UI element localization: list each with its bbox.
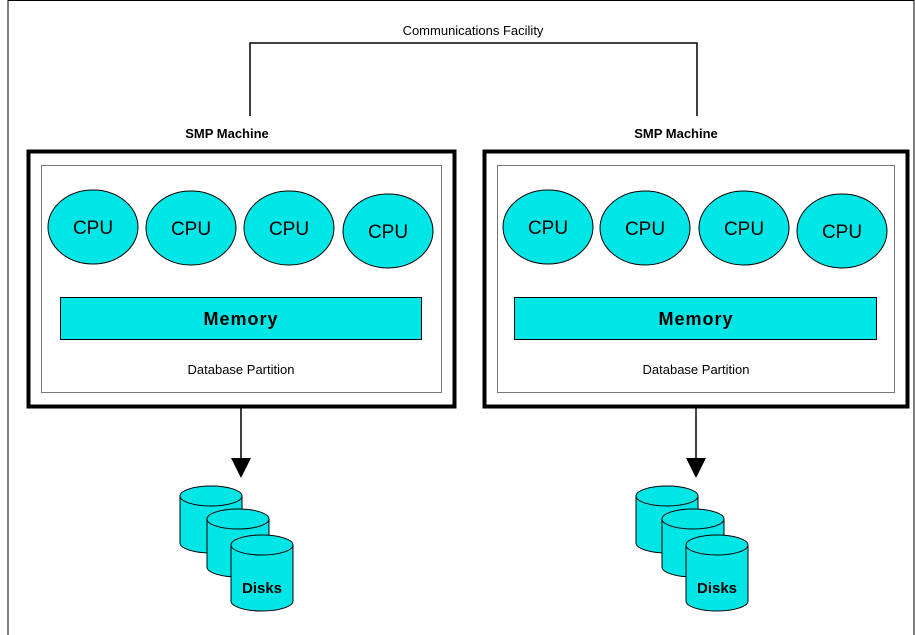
cpu-node [698,190,790,266]
cpu-node [502,189,594,265]
machine-title: SMP Machine [634,126,718,141]
cpu-label: CPU [822,222,862,243]
arrow-head [231,458,251,478]
cpu-node [47,189,139,265]
cpu-label: CPU [724,219,764,240]
communications-link [249,42,698,116]
disk-cylinder [230,534,294,612]
partition-label: Database Partition [188,362,295,377]
memory-bar [514,297,877,340]
communications-label: Communications Facility [403,23,544,38]
partition-label: Database Partition [643,362,750,377]
cpu-label: CPU [73,218,113,239]
cpu-node [145,190,237,266]
machine-frame [26,149,457,409]
memory-label: Memory [203,309,278,329]
smp-machine-right: SMP Machine CPU CPU CPU CPU Memory Datab… [482,126,910,612]
database-partition-box [41,165,442,393]
cpu-node [796,193,888,269]
disks-label: Disks [242,580,282,597]
cpu-label: CPU [171,219,211,240]
machine-frame [482,149,910,409]
smp-machine-left: SMP Machine CPU CPU CPU CPU Memory Datab… [26,126,457,612]
memory-bar [60,297,422,340]
cpu-label: CPU [269,219,309,240]
arrow-head [686,458,706,478]
disk-stack: Disks [179,485,294,612]
cpu-label: CPU [528,218,568,239]
cpu-label: CPU [368,222,408,243]
disk-stack: Disks [635,485,749,612]
memory-label: Memory [658,309,733,329]
cpu-node [599,190,691,266]
page-border [7,0,915,635]
disk-cylinder [685,534,749,612]
cpu-node [342,193,434,269]
cpu-node [243,190,335,266]
cpu-label: CPU [625,219,665,240]
machine-title: SMP Machine [185,126,269,141]
disks-label: Disks [697,580,737,597]
database-partition-box [497,165,895,393]
